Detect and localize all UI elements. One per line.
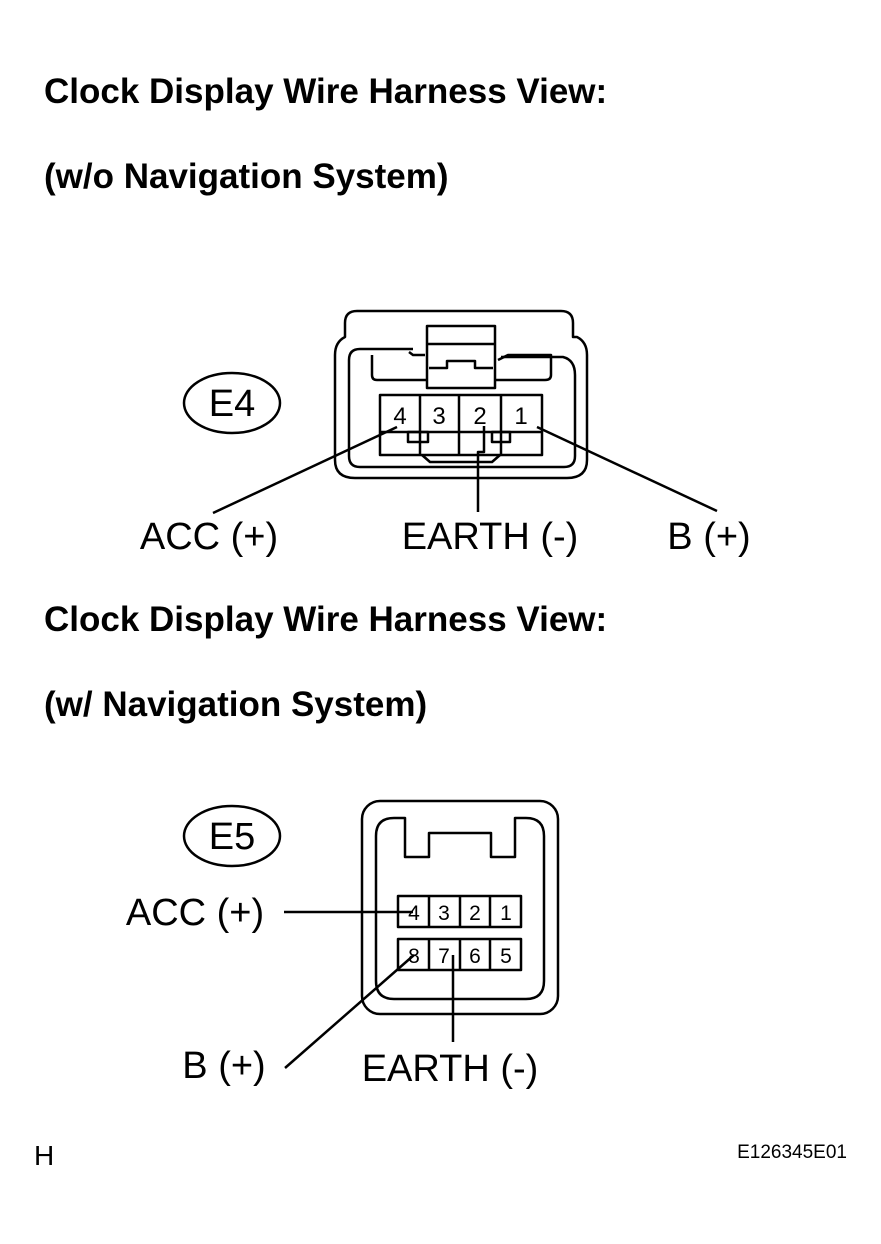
e4-acc-leader [212, 425, 398, 515]
e4-key-slot [406, 430, 430, 444]
e4-earth-leader [476, 426, 486, 512]
figure-code: E126345E01 [737, 1142, 847, 1163]
e4-bottom-notch [421, 454, 501, 464]
e4-latch [425, 324, 497, 390]
e4-b-leader [536, 425, 718, 513]
e5-id-label: E5 [209, 816, 255, 858]
e5-earth-label: EARTH (-) [362, 1048, 539, 1090]
section1-subtitle: (w/o Navigation System) [44, 157, 449, 196]
e4-key-slot [490, 430, 512, 444]
e5-acc-label: ACC (+) [126, 892, 264, 934]
e5-pin-label: 7 [438, 945, 450, 968]
e5-b-leader [284, 954, 415, 1069]
e4-pin-label: 2 [473, 403, 486, 430]
e5-outer-housing [360, 799, 560, 1016]
e4-pin-block [378, 393, 544, 457]
section1-title: Clock Display Wire Harness View: [44, 72, 608, 111]
e4-pin-label: 1 [514, 403, 527, 430]
section2-subtitle: (w/ Navigation System) [44, 685, 428, 724]
e5-pin-label: 3 [438, 902, 450, 925]
e5-b-label: B (+) [182, 1045, 265, 1087]
e4-id-badge [182, 371, 282, 435]
section2-title: Clock Display Wire Harness View: [44, 600, 608, 639]
e5-inner-housing [374, 816, 546, 1001]
e5-id-badge [182, 804, 282, 868]
e4-acc-label: ACC (+) [140, 516, 278, 558]
e5-pin-label: 6 [469, 945, 481, 968]
e5-pin-label: 2 [469, 902, 481, 925]
connector-e4 [333, 309, 589, 480]
e4-earth-label: EARTH (-) [402, 516, 579, 558]
e5-pin-label: 8 [408, 945, 420, 968]
e4-right-shoulder [495, 353, 553, 382]
e4-id-label: E4 [209, 383, 255, 425]
e4-pin-label: 3 [432, 403, 445, 430]
page-letter: H [34, 1140, 55, 1171]
e4-inner-housing [347, 347, 577, 469]
e4-left-shoulder [370, 351, 427, 382]
connector-e5 [360, 799, 560, 1016]
e5-pin-label: 1 [500, 902, 512, 925]
e5-pin-label: 4 [408, 902, 420, 925]
e4-outer-housing [333, 309, 589, 480]
e4-b-label: B (+) [667, 516, 750, 558]
e5-pin-label: 5 [500, 945, 512, 968]
e4-pin-label: 4 [393, 403, 406, 430]
